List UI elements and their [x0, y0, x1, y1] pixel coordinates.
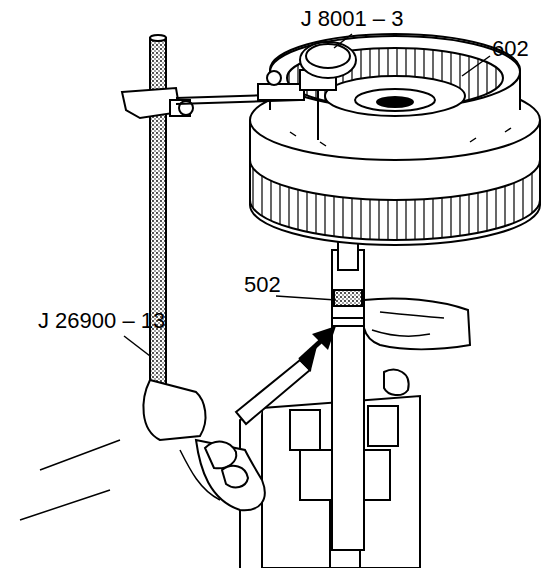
clutch-drum-602: [290, 128, 511, 146]
clutch-drum-602: [270, 36, 520, 108]
leader-lines: [124, 34, 490, 356]
tool-number: J 8001 – 3: [301, 8, 404, 30]
pointer-arrow: [312, 326, 336, 350]
leader-line: [124, 336, 150, 356]
dial-indicator: [317, 90, 319, 140]
bench-vise: [20, 440, 120, 520]
left-hand: [236, 360, 310, 424]
shaft-502: [332, 230, 364, 550]
leader-line: [462, 56, 490, 76]
clutch-drum-602: [270, 34, 520, 110]
shaft-502: [334, 290, 362, 306]
indicator-stand: [258, 84, 304, 100]
clutch-drum-602: [325, 76, 465, 116]
right-hand: [372, 312, 444, 336]
pointer-arrow: [300, 326, 336, 360]
left-hand: [143, 380, 205, 440]
bench-vise: [368, 406, 398, 446]
shaft-502: [332, 250, 364, 550]
left-hand: [205, 442, 236, 469]
left-hand: [222, 466, 248, 488]
pointer-arrow: [300, 340, 322, 360]
dial-indicator: [306, 44, 350, 68]
clutch-drum-602: [250, 160, 540, 240]
clutch-drum-602: [355, 89, 435, 111]
leader-line: [334, 34, 352, 48]
callout-number: 502: [244, 274, 281, 296]
tool-number: J 26900 – 13: [38, 310, 165, 332]
indicator-stand: [267, 71, 281, 85]
right-hand: [384, 370, 409, 395]
left-hand: [143, 346, 316, 510]
dial-indicator: [300, 42, 356, 140]
left-hand: [196, 440, 265, 510]
leader-line: [276, 296, 336, 300]
right-hand: [364, 298, 470, 349]
indicator-stand: [150, 35, 166, 41]
clutch-drum-602: [250, 34, 540, 245]
right-hand: [364, 298, 470, 395]
bench-vise: [290, 410, 320, 450]
indicator-stand: [122, 35, 304, 420]
shaft-502: [332, 318, 364, 326]
clutch-drum-602: [377, 97, 413, 107]
callout-number: 602: [492, 38, 529, 60]
dial-indicator: [300, 42, 356, 78]
